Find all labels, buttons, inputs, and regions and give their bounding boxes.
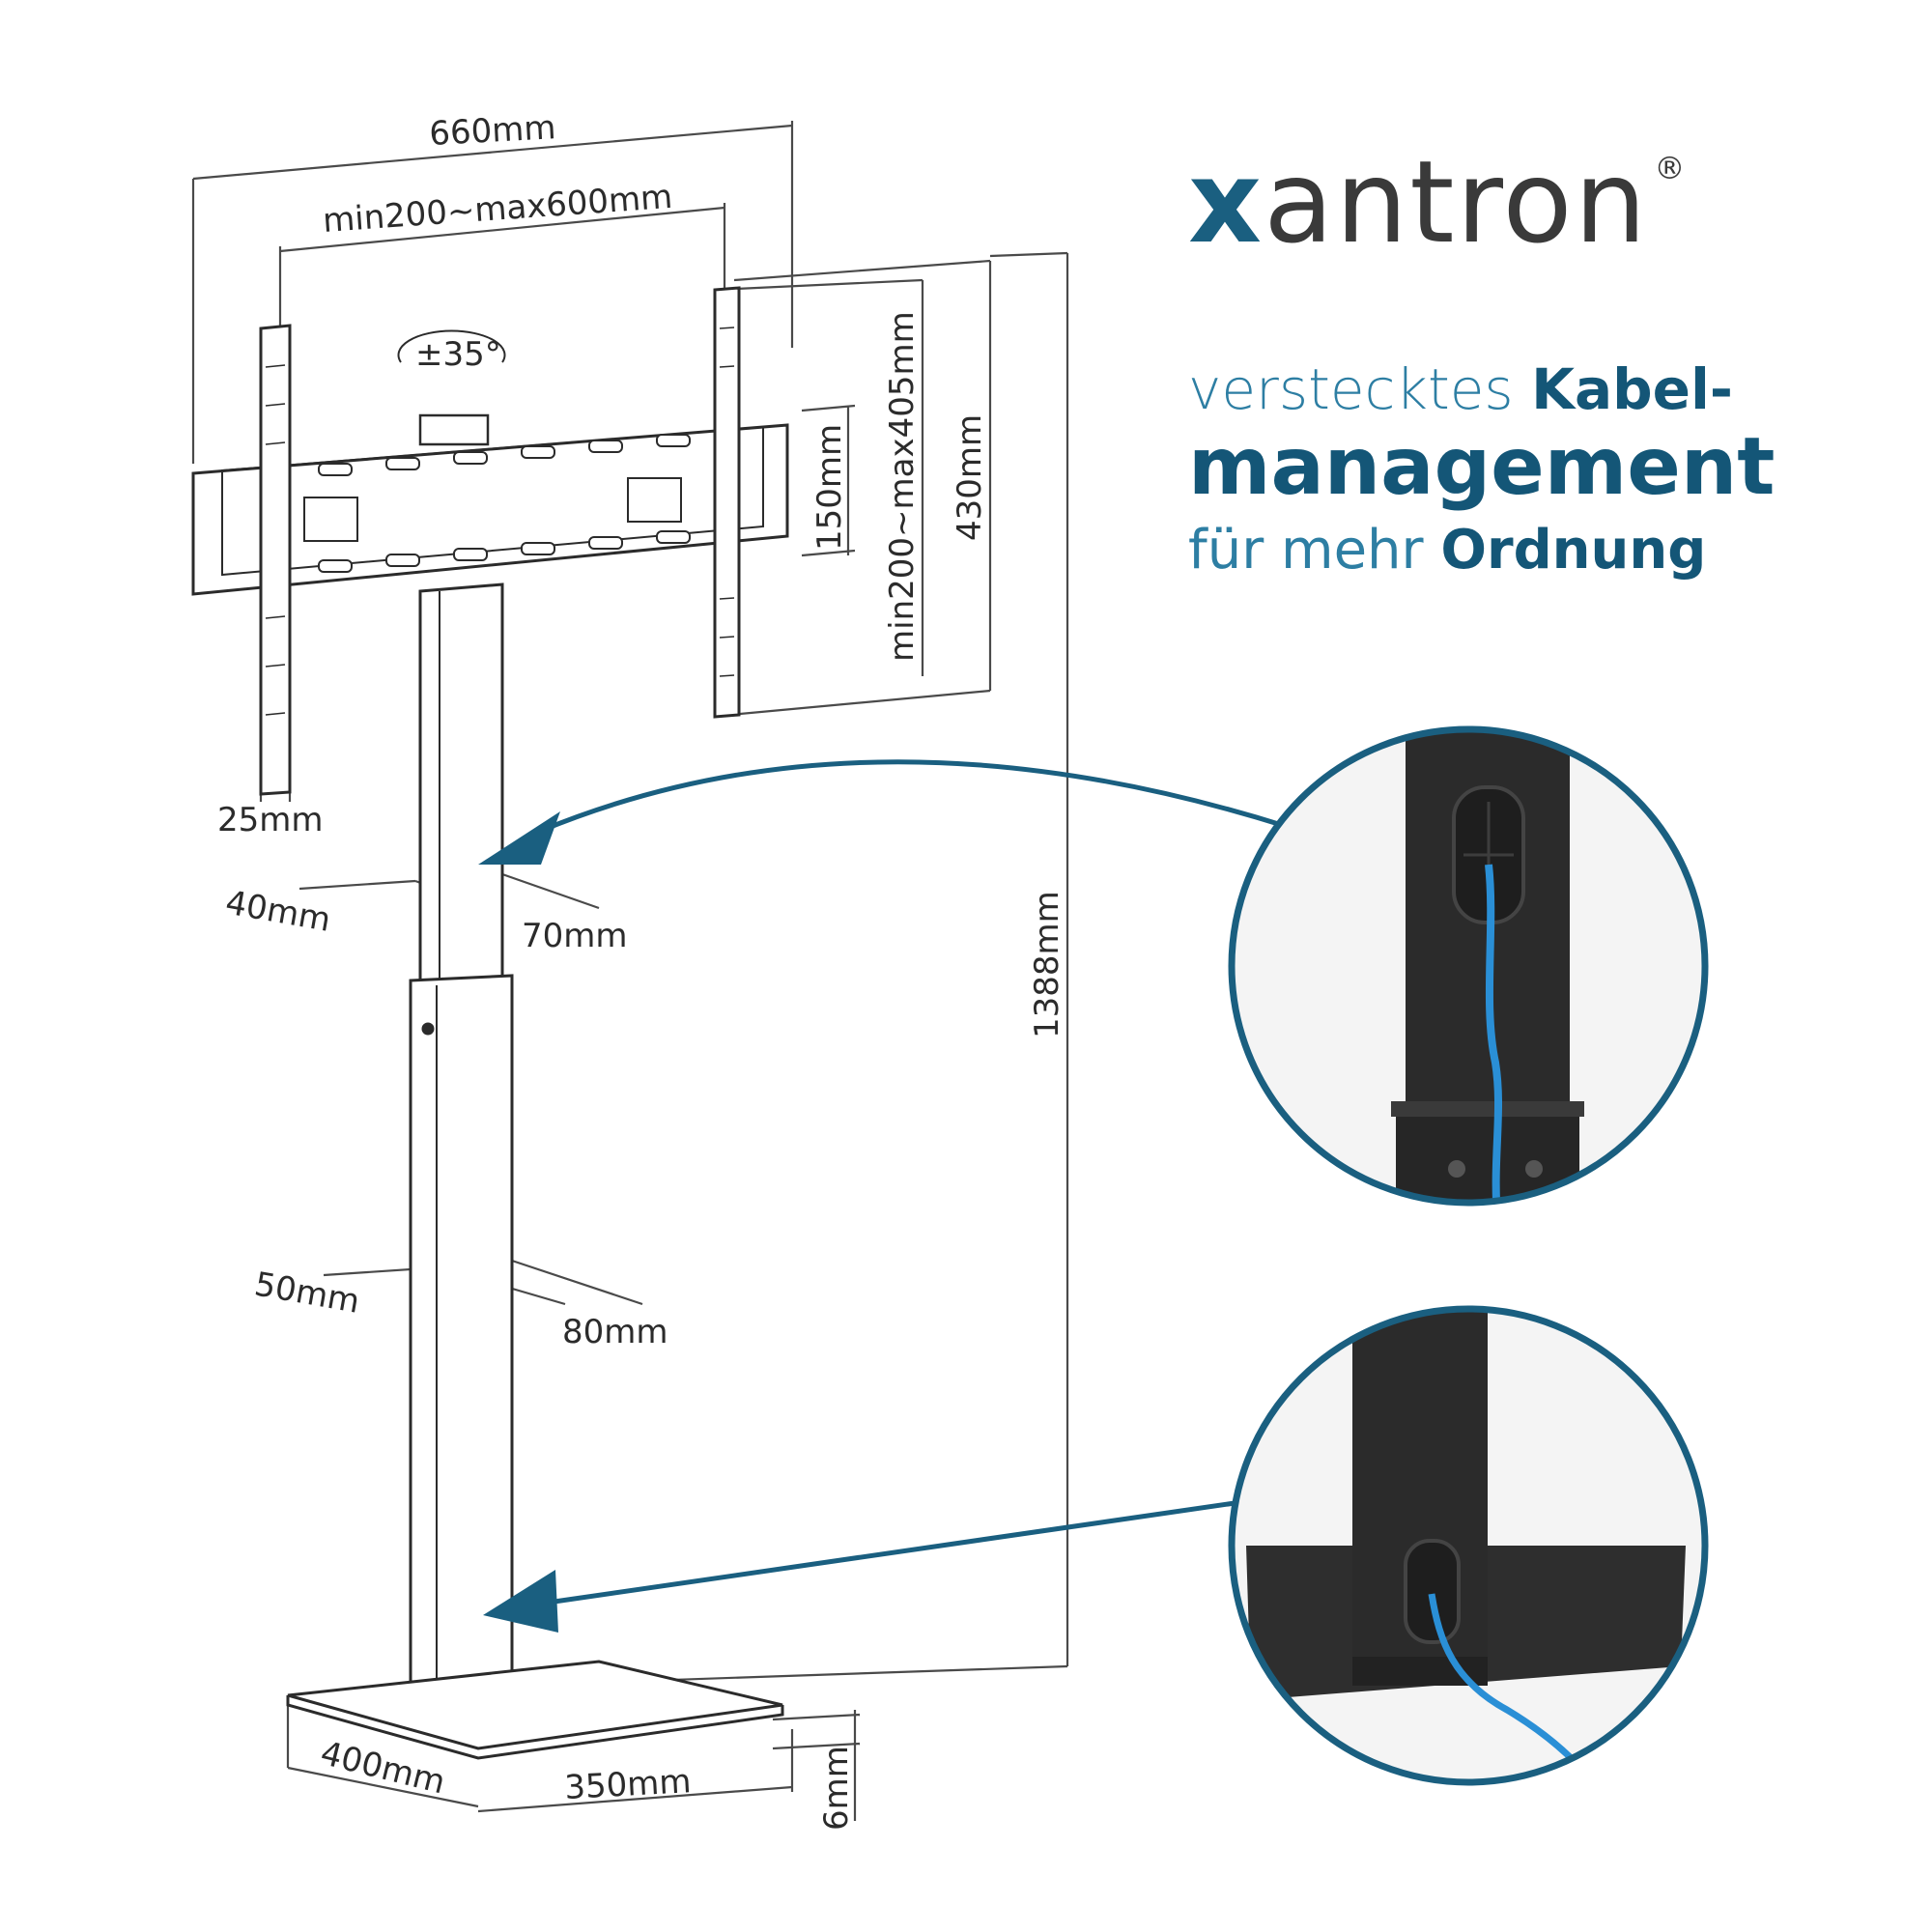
brand-logo: xantron® [1188, 145, 1687, 259]
dim-upper-pole-a: 40mm [222, 883, 333, 939]
dim-base-width: 350mm [563, 1762, 692, 1807]
tagline-thin-3: für mehr [1188, 519, 1441, 582]
pole [409, 582, 514, 1692]
dim-vesa-horizontal: min200~max600mm [322, 178, 674, 241]
dim-total-height: 1388mm [1028, 891, 1066, 1038]
tagline-bold-3: Ordnung [1440, 519, 1707, 582]
dim-bracket-depth: 25mm [217, 801, 324, 839]
brand-logo-x: x [1188, 135, 1264, 269]
tagline-thin-1: verstecktes [1188, 356, 1532, 422]
dim-bracket-height: 150mm [810, 424, 849, 551]
registered-mark: ® [1654, 150, 1688, 186]
dimension-lines [191, 121, 1069, 1821]
dim-vesa-vertical: min200~max405mm [883, 311, 922, 662]
detail-circle-top [1228, 725, 1709, 1207]
tv-bracket [191, 286, 789, 796]
dimension-labels: 660mm min200~max600mm ±35° 150mm min200~… [217, 108, 1066, 1831]
dim-upper-pole-b: 70mm [522, 917, 628, 955]
tagline: verstecktes Kabel- management für mehr O… [1188, 355, 1864, 589]
tagline-bold-1: Kabel- [1531, 356, 1733, 422]
dim-base-thickness: 6mm [817, 1746, 856, 1831]
dim-tilt: ±35° [415, 335, 501, 374]
dim-arm-height: 430mm [951, 414, 989, 541]
tagline-line-3: für mehr Ordnung [1188, 512, 1864, 589]
callout-arrows [478, 759, 1286, 1633]
tagline-line-1: verstecktes Kabel- [1188, 355, 1864, 423]
brand-logo-rest: antron [1264, 135, 1649, 269]
dim-total-width: 660mm [428, 108, 556, 154]
tagline-bold-2: management [1188, 421, 1776, 513]
dim-lower-pole-b: 80mm [562, 1313, 668, 1351]
base-plate [286, 1660, 784, 1760]
tagline-line-2: management [1188, 423, 1864, 512]
detail-circle-bottom [1228, 1305, 1709, 1786]
